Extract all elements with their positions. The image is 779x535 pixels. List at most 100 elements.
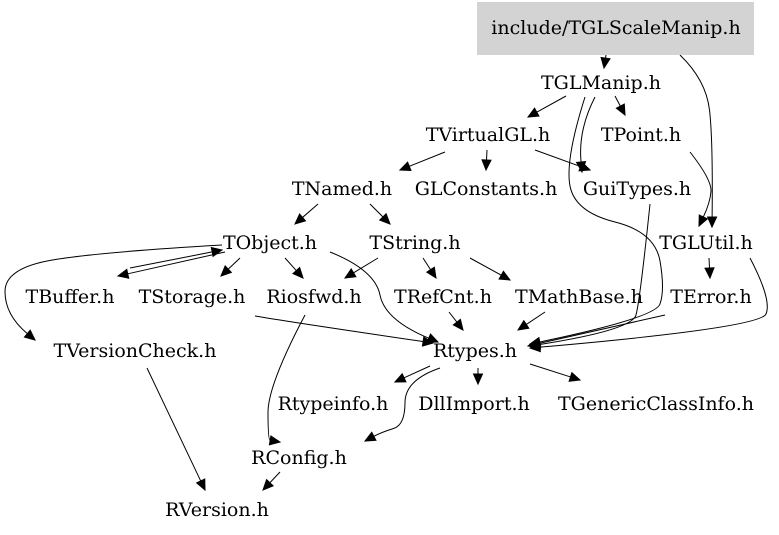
edge-tvirtualgl-to-glconstants bbox=[485, 149, 488, 161]
edge-tglutil-to-terror bbox=[708, 257, 711, 269]
arrowhead-rconfig-to-rversion bbox=[262, 478, 275, 491]
node-terror[interactable]: TError.h bbox=[670, 286, 751, 308]
edge-tstring-to-tmathbase bbox=[469, 257, 502, 276]
arrowhead-tstring-to-trefcnt bbox=[425, 266, 437, 280]
arrowhead-tglscalemanip-to-tglutil bbox=[706, 216, 718, 229]
node-label: TPoint.h bbox=[601, 124, 681, 146]
node-tnamed[interactable]: TNamed.h bbox=[292, 178, 392, 200]
arrowhead-tmathbase-to-rtypes bbox=[516, 319, 530, 331]
edge-tglscalemanip-to-tglutil bbox=[679, 54, 713, 218]
arrowhead-tbuffer-to-tobject bbox=[210, 246, 224, 258]
edge-tglmanip-to-tvirtualgl bbox=[536, 95, 567, 113]
node-guitypes[interactable]: GuiTypes.h bbox=[583, 178, 691, 200]
edge-tobject-to-tstorage bbox=[227, 257, 241, 270]
node-label: TNamed.h bbox=[292, 178, 392, 200]
node-tglutil[interactable]: TGLUtil.h bbox=[659, 232, 753, 254]
arrowhead-tnamed-to-tobject bbox=[294, 213, 307, 225]
node-tstorage[interactable]: TStorage.h bbox=[139, 286, 246, 308]
node-label: GuiTypes.h bbox=[583, 178, 691, 200]
edge-tstring-to-trefcnt bbox=[422, 257, 431, 270]
node-tglscalemanip[interactable]: include/TGLScaleManip.h bbox=[477, 2, 754, 55]
edge-tpoint-to-tglutil bbox=[689, 151, 712, 218]
node-riosfwd[interactable]: Riosfwd.h bbox=[266, 286, 361, 308]
edges bbox=[4, 54, 768, 492]
node-label: Riosfwd.h bbox=[266, 286, 361, 308]
arrowhead-terror-to-rtypes bbox=[526, 338, 540, 349]
edge-tbuffer-to-tobject bbox=[129, 251, 213, 269]
node-label: TObject.h bbox=[223, 232, 317, 254]
node-rversion[interactable]: RVersion.h bbox=[165, 499, 269, 521]
arrowhead-tglscalemanip-to-tglmanip bbox=[600, 56, 611, 70]
edge-tglmanip-to-rtypes bbox=[539, 96, 663, 343]
node-label: RConfig.h bbox=[251, 447, 347, 469]
node-label: TGLUtil.h bbox=[659, 232, 753, 254]
nodes: include/TGLScaleManip.hTGLManip.hTVirtua… bbox=[26, 2, 754, 521]
node-tobject[interactable]: TObject.h bbox=[223, 232, 317, 254]
node-label: TRefCnt.h bbox=[394, 286, 492, 308]
edge-rconfig-to-rversion bbox=[269, 471, 281, 484]
arrowhead-tobject-to-riosfwd bbox=[292, 266, 304, 279]
edge-tobject-to-tbuffer bbox=[127, 251, 226, 275]
arrowhead-tvirtualgl-to-glconstants bbox=[481, 159, 492, 172]
node-tglmanip[interactable]: TGLManip.h bbox=[541, 72, 661, 94]
edge-tstorage-to-rtypes bbox=[254, 315, 424, 343]
edge-tversioncheck-to-rversion bbox=[146, 367, 202, 482]
arrowhead-tpoint-to-tglutil bbox=[698, 214, 709, 228]
node-label: RVersion.h bbox=[165, 499, 269, 521]
node-rtypes[interactable]: Rtypes.h bbox=[433, 340, 517, 362]
arrowhead-tobject-to-tstorage bbox=[220, 264, 233, 277]
edge-tvirtualgl-to-tnamed bbox=[409, 151, 446, 167]
node-tpoint[interactable]: TPoint.h bbox=[601, 124, 681, 146]
edge-tobject-to-rtypes bbox=[329, 251, 429, 339]
node-tversioncheck[interactable]: TVersionCheck.h bbox=[54, 340, 217, 362]
edge-tglutil-to-rtypes bbox=[539, 257, 768, 348]
edge-tmathbase-to-rtypes bbox=[526, 311, 546, 325]
node-label: Rtypes.h bbox=[433, 340, 517, 362]
edge-tvirtualgl-to-guitypes bbox=[534, 149, 581, 168]
edge-rtypes-to-rtypeinfo bbox=[403, 365, 431, 379]
node-trefcnt[interactable]: TRefCnt.h bbox=[394, 286, 492, 308]
arrowhead-rtypes-to-rconfig bbox=[363, 431, 377, 442]
node-label: include/TGLScaleManip.h bbox=[491, 17, 740, 39]
node-rtypeinfo[interactable]: Rtypeinfo.h bbox=[278, 393, 389, 415]
arrowhead-tobject-to-tversioncheck bbox=[23, 329, 36, 341]
edge-riosfwd-to-rconfig bbox=[267, 314, 306, 441]
node-tgenericclassinfo[interactable]: TGenericClassInfo.h bbox=[558, 393, 754, 415]
node-label: Rtypeinfo.h bbox=[278, 393, 389, 415]
arrowhead-trefcnt-to-rtypes bbox=[452, 318, 464, 331]
node-label: TStorage.h bbox=[139, 286, 246, 308]
edge-tglmanip-to-tpoint bbox=[614, 95, 621, 107]
node-label: TString.h bbox=[369, 232, 460, 254]
edge-tglmanip-to-guitypes bbox=[580, 96, 596, 163]
node-tmathbase[interactable]: TMathBase.h bbox=[515, 286, 643, 308]
arrowhead-tglmanip-to-tpoint bbox=[615, 103, 626, 117]
node-tvirtualgl[interactable]: TVirtualGL.h bbox=[426, 124, 551, 146]
node-label: TGLManip.h bbox=[541, 72, 661, 94]
edge-trefcnt-to-rtypes bbox=[448, 311, 458, 323]
edge-guitypes-to-rtypes bbox=[539, 203, 651, 345]
edge-rtypes-to-rconfig bbox=[373, 367, 441, 437]
arrowhead-tvirtualgl-to-guitypes bbox=[578, 161, 592, 172]
node-label: TVersionCheck.h bbox=[54, 340, 217, 362]
arrowhead-tversioncheck-to-rversion bbox=[195, 478, 206, 492]
arrowhead-tglutil-to-terror bbox=[704, 267, 715, 280]
node-tstring[interactable]: TString.h bbox=[369, 232, 460, 254]
edge-tnamed-to-tstring bbox=[369, 203, 384, 218]
arrowhead-tobject-to-tbuffer bbox=[116, 268, 130, 279]
node-tbuffer[interactable]: TBuffer.h bbox=[26, 286, 115, 308]
arrowhead-riosfwd-to-rconfig bbox=[268, 435, 282, 446]
node-label: TVirtualGL.h bbox=[426, 124, 551, 146]
edge-tobject-to-riosfwd bbox=[284, 257, 297, 271]
node-dllimport[interactable]: DllImport.h bbox=[418, 393, 530, 415]
node-label: TBuffer.h bbox=[26, 286, 115, 308]
arrowhead-tnamed-to-tstring bbox=[378, 212, 391, 225]
edge-rtypes-to-tgenericclassinfo bbox=[529, 363, 571, 378]
node-rconfig[interactable]: RConfig.h bbox=[251, 447, 347, 469]
edge-tnamed-to-tobject bbox=[302, 203, 319, 218]
arrowhead-tglmanip-to-tvirtualgl bbox=[526, 107, 540, 118]
arrowhead-rtypes-to-tgenericclassinfo bbox=[568, 371, 582, 382]
edge-terror-to-rtypes bbox=[537, 314, 666, 345]
node-glconstants[interactable]: GLConstants.h bbox=[415, 178, 558, 200]
node-label: TMathBase.h bbox=[515, 286, 643, 308]
